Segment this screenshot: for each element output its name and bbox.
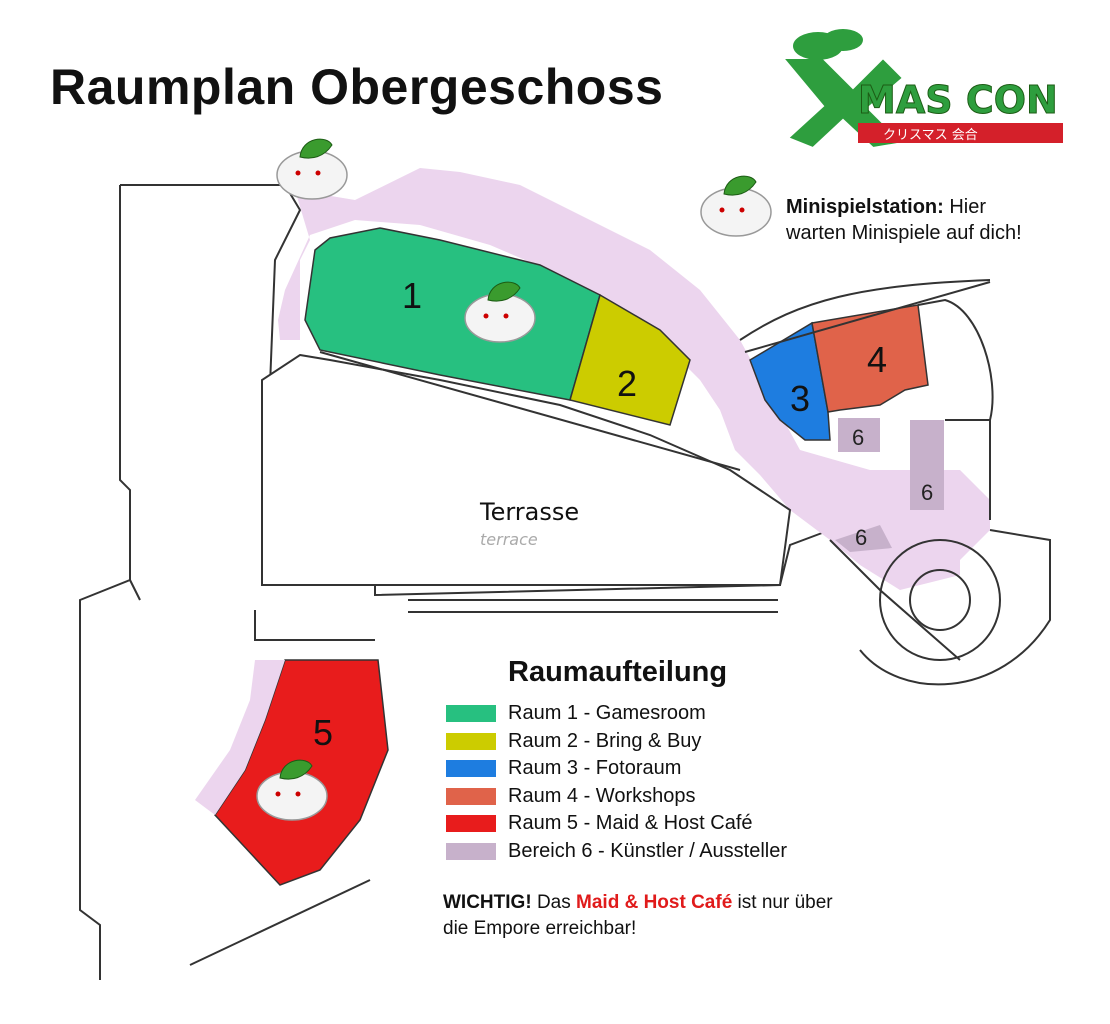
minigame-station-icon bbox=[256, 759, 328, 821]
legend-item: Raum 1 - Gamesroom bbox=[446, 700, 787, 728]
legend-label: Raum 2 - Bring & Buy bbox=[508, 729, 702, 752]
legend-item: Raum 3 - Fotoraum bbox=[446, 755, 787, 783]
legend-item: Raum 5 - Maid & Host Café bbox=[446, 810, 787, 838]
legend-swatch bbox=[446, 842, 496, 860]
room-1-number: 1 bbox=[402, 275, 422, 316]
minigame-station-title: Minispielstation: bbox=[786, 196, 944, 218]
area-6-c-number: 6 bbox=[855, 525, 867, 550]
minigame-station-icon bbox=[276, 138, 348, 200]
minigame-station-icon bbox=[464, 281, 536, 343]
important-note: WICHTIG! Das Maid & Host Café ist nur üb… bbox=[443, 890, 963, 942]
legend-label: Raum 1 - Gamesroom bbox=[508, 702, 706, 725]
legend-item: Bereich 6 - Künstler / Aussteller bbox=[446, 838, 787, 866]
stair-treads bbox=[189, 281, 991, 966]
important-highlight: Maid & Host Café bbox=[576, 892, 733, 913]
area-6-c bbox=[835, 525, 892, 552]
important-text-2: ist nur über bbox=[737, 892, 833, 913]
terrace-label: Terrasse bbox=[480, 498, 580, 526]
important-label: WICHTIG! bbox=[443, 892, 532, 913]
legend-label: Bereich 6 - Künstler / Aussteller bbox=[508, 839, 788, 862]
room-5-number: 5 bbox=[313, 712, 333, 753]
area-6-a-number: 6 bbox=[852, 425, 864, 450]
page-title: Raumplan Obergeschoss bbox=[50, 59, 664, 115]
room-4 bbox=[811, 304, 929, 413]
legend-label: Raum 5 - Maid & Host Café bbox=[508, 812, 753, 835]
minigame-station-note: Minispielstation: Hier warten Minispiele… bbox=[786, 194, 1086, 246]
svg-text:クリスマス 会合: クリスマス 会合 bbox=[883, 128, 978, 143]
legend-swatch bbox=[446, 815, 496, 833]
legend-swatch bbox=[446, 732, 496, 750]
upper-corridor bbox=[278, 168, 990, 590]
important-line-2: die Empore erreichbar! bbox=[443, 918, 637, 939]
legend-swatch bbox=[446, 705, 496, 723]
gallery-corridor bbox=[195, 660, 285, 815]
area-6-b bbox=[910, 420, 944, 510]
legend-swatch bbox=[446, 787, 496, 805]
legend: Raum 1 - Gamesroom Raum 2 - Bring & Buy … bbox=[446, 700, 787, 865]
legend-item: Raum 2 - Bring & Buy bbox=[446, 728, 787, 756]
svg-text:MAS CON: MAS CON bbox=[858, 78, 1058, 122]
legend-swatch bbox=[446, 760, 496, 778]
legend-label: Raum 4 - Workshops bbox=[508, 784, 696, 807]
minigame-station-text-2: warten Minispiele auf dich! bbox=[786, 222, 1022, 244]
terrace-area bbox=[261, 353, 792, 586]
minigame-station-text-1: Hier bbox=[949, 196, 987, 218]
room-2 bbox=[569, 293, 691, 426]
xmas-con-logo: MAS CON クリスマス 会合 bbox=[780, 29, 1063, 150]
area-6-a bbox=[838, 418, 880, 452]
room-3-number: 3 bbox=[790, 378, 810, 419]
east-walls bbox=[739, 279, 1051, 686]
room-4-number: 4 bbox=[867, 339, 887, 380]
important-text-1: Das bbox=[536, 892, 571, 913]
legend-item: Raum 4 - Workshops bbox=[446, 783, 787, 811]
legend-label: Raum 3 - Fotoraum bbox=[508, 757, 682, 780]
terrace-label-en: terrace bbox=[480, 530, 538, 549]
area-6-b-number: 6 bbox=[921, 480, 933, 505]
minigame-station-icon bbox=[700, 175, 772, 237]
room-2-number: 2 bbox=[617, 363, 637, 404]
legend-title: Raumaufteilung bbox=[508, 656, 728, 688]
